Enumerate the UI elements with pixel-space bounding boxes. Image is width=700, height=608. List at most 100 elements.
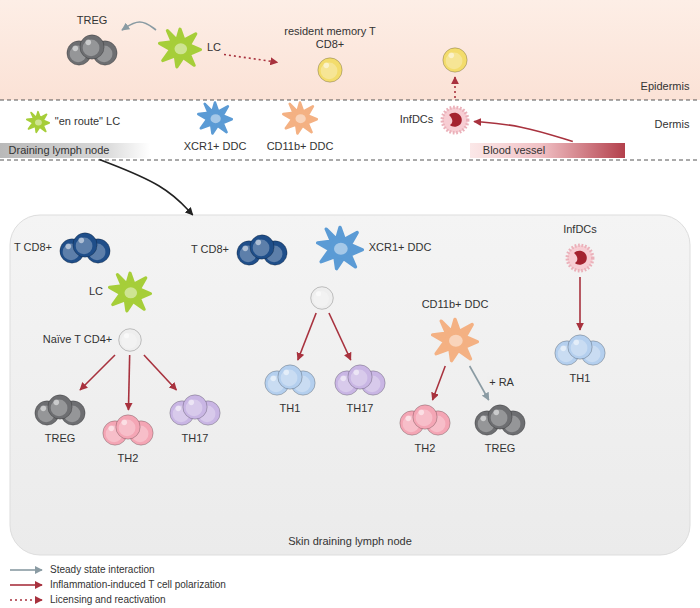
legend-text: Licensing and reactivation (50, 594, 166, 605)
th2-cells (400, 405, 450, 435)
memory-t-cell (318, 58, 342, 82)
treg-cells (35, 395, 85, 425)
layer-boundary (0, 100, 700, 101)
cell-label: resident memory T CD8+ (280, 25, 381, 51)
region-label: Dermis (654, 118, 690, 131)
inflammatory-dc (567, 245, 593, 271)
vessel-bar: Draining lymph node (0, 142, 150, 160)
lymph-node-region: Skin draining lymph nodeT CD8+LCNaïve T … (10, 215, 690, 555)
vessel-bar: Blood vessel (470, 142, 625, 160)
langerhans-cell (27, 112, 49, 133)
inflammatory-dc (442, 107, 468, 133)
cell-node: T CD8+ (11, 228, 115, 268)
cell-label: TH2 (117, 452, 139, 465)
connector-arrow (99, 160, 192, 216)
legend-text: Steady state interaction (50, 564, 155, 575)
connector-arrow (144, 355, 177, 390)
dendritic-cell (318, 227, 363, 268)
region-band: Epidermis TREG LC resident memory T CD8+ (0, 0, 700, 100)
legend-entry: Inflammation-induced T cell polarization (50, 578, 226, 591)
cell-node: TH1 (260, 360, 320, 418)
cell-node: Naïve T CD4+ (40, 325, 145, 355)
cell-label: InfDCs (399, 113, 434, 126)
cell-label: TREG (484, 442, 516, 455)
connector-arrow (470, 366, 489, 400)
cell-label: CD11b+ DDC (421, 298, 489, 311)
langerhans-cell (160, 29, 201, 67)
legend-sample (10, 599, 42, 601)
treg-cells (67, 35, 117, 65)
connector-arrow (128, 355, 129, 410)
cell-node: resident memory T CD8+ (278, 23, 383, 86)
connector-arrow (224, 54, 278, 62)
cell-node: TREG (62, 12, 122, 70)
naive-t-cell (119, 329, 142, 352)
cell-label: TH1 (279, 402, 301, 415)
cell-node: LC (156, 24, 224, 72)
th1-cells (555, 335, 605, 365)
cell-label: Naïve T CD4+ (42, 333, 113, 346)
cell-node: TH1 (550, 330, 610, 388)
dendritic-cell (283, 103, 316, 134)
cell-node: InfDCs (561, 221, 600, 277)
cell-node: "en route" LC (24, 108, 123, 136)
epidermis-ground (0, 0, 700, 100)
region-label: Draining lymph node (8, 144, 110, 157)
cell-label: T CD8+ (190, 243, 230, 256)
cell-node: XCR1+ DDC (307, 222, 434, 313)
th2-cells (103, 415, 153, 445)
connector-arrow (298, 313, 316, 360)
cell-label: "en route" LC (54, 115, 121, 128)
edge-label: + RA (487, 376, 516, 389)
cell-label: T CD8+ (13, 241, 53, 254)
connector-arrow (474, 121, 573, 141)
naive-t-cell (311, 287, 334, 310)
cell-label: TH17 (346, 402, 374, 415)
cell-label: XCR1+ DDC (183, 140, 247, 153)
licensing-arrow (454, 77, 456, 98)
layer-boundary (0, 160, 700, 161)
connector-arrow (122, 22, 156, 30)
region-label: Epidermis (640, 80, 690, 93)
cd8-cells (237, 235, 287, 265)
connector-arrow (579, 277, 581, 330)
lymph-node-panel (10, 215, 690, 555)
cell-node: TH2 (98, 410, 158, 468)
langerhans-cell (110, 273, 151, 311)
cd8-cells (60, 233, 110, 263)
cell-label: TREG (44, 432, 76, 445)
blood-vessel-bar (470, 143, 625, 158)
cell-node: LC (86, 268, 154, 316)
connector-arrow (80, 355, 115, 390)
cell-node: CD11b+ DDC (264, 98, 336, 156)
th1-cells (265, 365, 315, 395)
cell-label: LC (88, 285, 104, 298)
dendritic-cell (198, 103, 231, 134)
legend-entry: Steady state interaction (50, 563, 155, 576)
legend-sample (10, 584, 42, 586)
region-band: Dermis "en route" LC Draining lymph node XC… (0, 100, 700, 160)
cell-node: CD11b+ DDC (419, 296, 491, 366)
legend-text: Inflammation-induced T cell polarization (50, 579, 226, 590)
cell-node: TH17 (165, 390, 225, 448)
cell-label: TH17 (181, 432, 209, 445)
cell-node: T CD8+ (188, 230, 292, 270)
legend-sample (10, 569, 42, 571)
cell-node: TH2 (395, 400, 455, 458)
dendritic-cell (433, 319, 478, 360)
cell-label: XCR1+ DDC (368, 241, 432, 254)
th17-cells (170, 395, 220, 425)
cell-label: TH2 (414, 442, 436, 455)
memory-t-cell (443, 48, 467, 72)
region-label: Blood vessel (482, 144, 546, 157)
cell-label: InfDCs (563, 223, 598, 236)
legend-entry: Licensing and reactivation (50, 593, 166, 606)
treg-cells (475, 405, 525, 435)
connector-arrow (433, 366, 446, 400)
cell-node: InfDCs (397, 101, 474, 139)
cell-node: XCR1+ DDC (181, 98, 249, 156)
cell-node: TH17 (330, 360, 390, 418)
